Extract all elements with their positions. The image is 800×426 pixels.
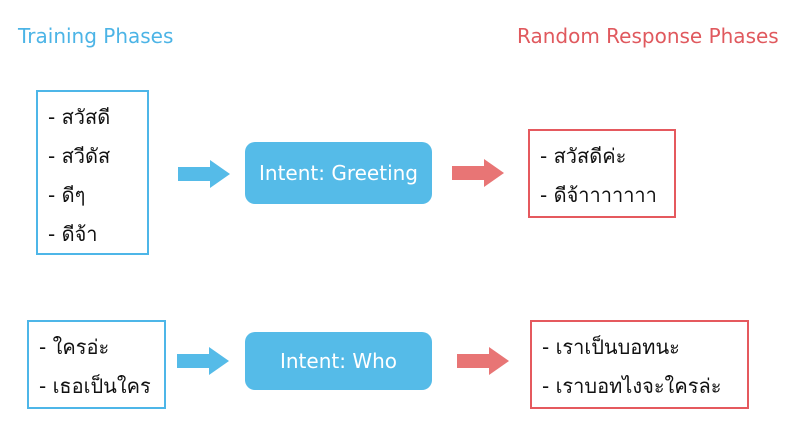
training-phrase: - สวัสดี	[48, 105, 111, 129]
training-phrase: - สวีดัส	[48, 144, 111, 168]
training-phrase: - ดีจ้า	[48, 222, 98, 246]
arrow-right-icon	[452, 159, 504, 187]
response-phrase: - เราบอทไงจะใครล่ะ	[542, 374, 722, 398]
intent-who: Intent: Who	[245, 332, 432, 390]
arrow-right-icon	[177, 347, 229, 375]
response-phrase: - สวัสดีค่ะ	[540, 144, 627, 168]
intent-greeting: Intent: Greeting	[245, 142, 432, 204]
training-phrase: - ใครอ่ะ	[39, 335, 110, 359]
arrow-right-icon	[178, 160, 230, 188]
training-phrase: - ดีๆ	[48, 183, 86, 207]
responses-box-greeting: - สวัสดีค่ะ - ดีจ้าาาาาาา	[528, 129, 676, 218]
response-phrase: - เราเป็นบอทนะ	[542, 335, 680, 359]
training-phrases-box-greeting: - สวัสดี - สวีดัส - ดีๆ - ดีจ้า	[36, 90, 149, 255]
response-phrase: - ดีจ้าาาาาาา	[540, 183, 657, 207]
training-phases-title: Training Phases	[18, 24, 174, 48]
arrow-right-icon	[457, 347, 509, 375]
training-phrase: - เธอเป็นใคร	[39, 374, 151, 398]
random-response-phases-title: Random Response Phases	[517, 24, 779, 48]
responses-box-who: - เราเป็นบอทนะ - เราบอทไงจะใครล่ะ	[530, 320, 749, 409]
training-phrases-box-who: - ใครอ่ะ - เธอเป็นใคร	[27, 320, 166, 409]
